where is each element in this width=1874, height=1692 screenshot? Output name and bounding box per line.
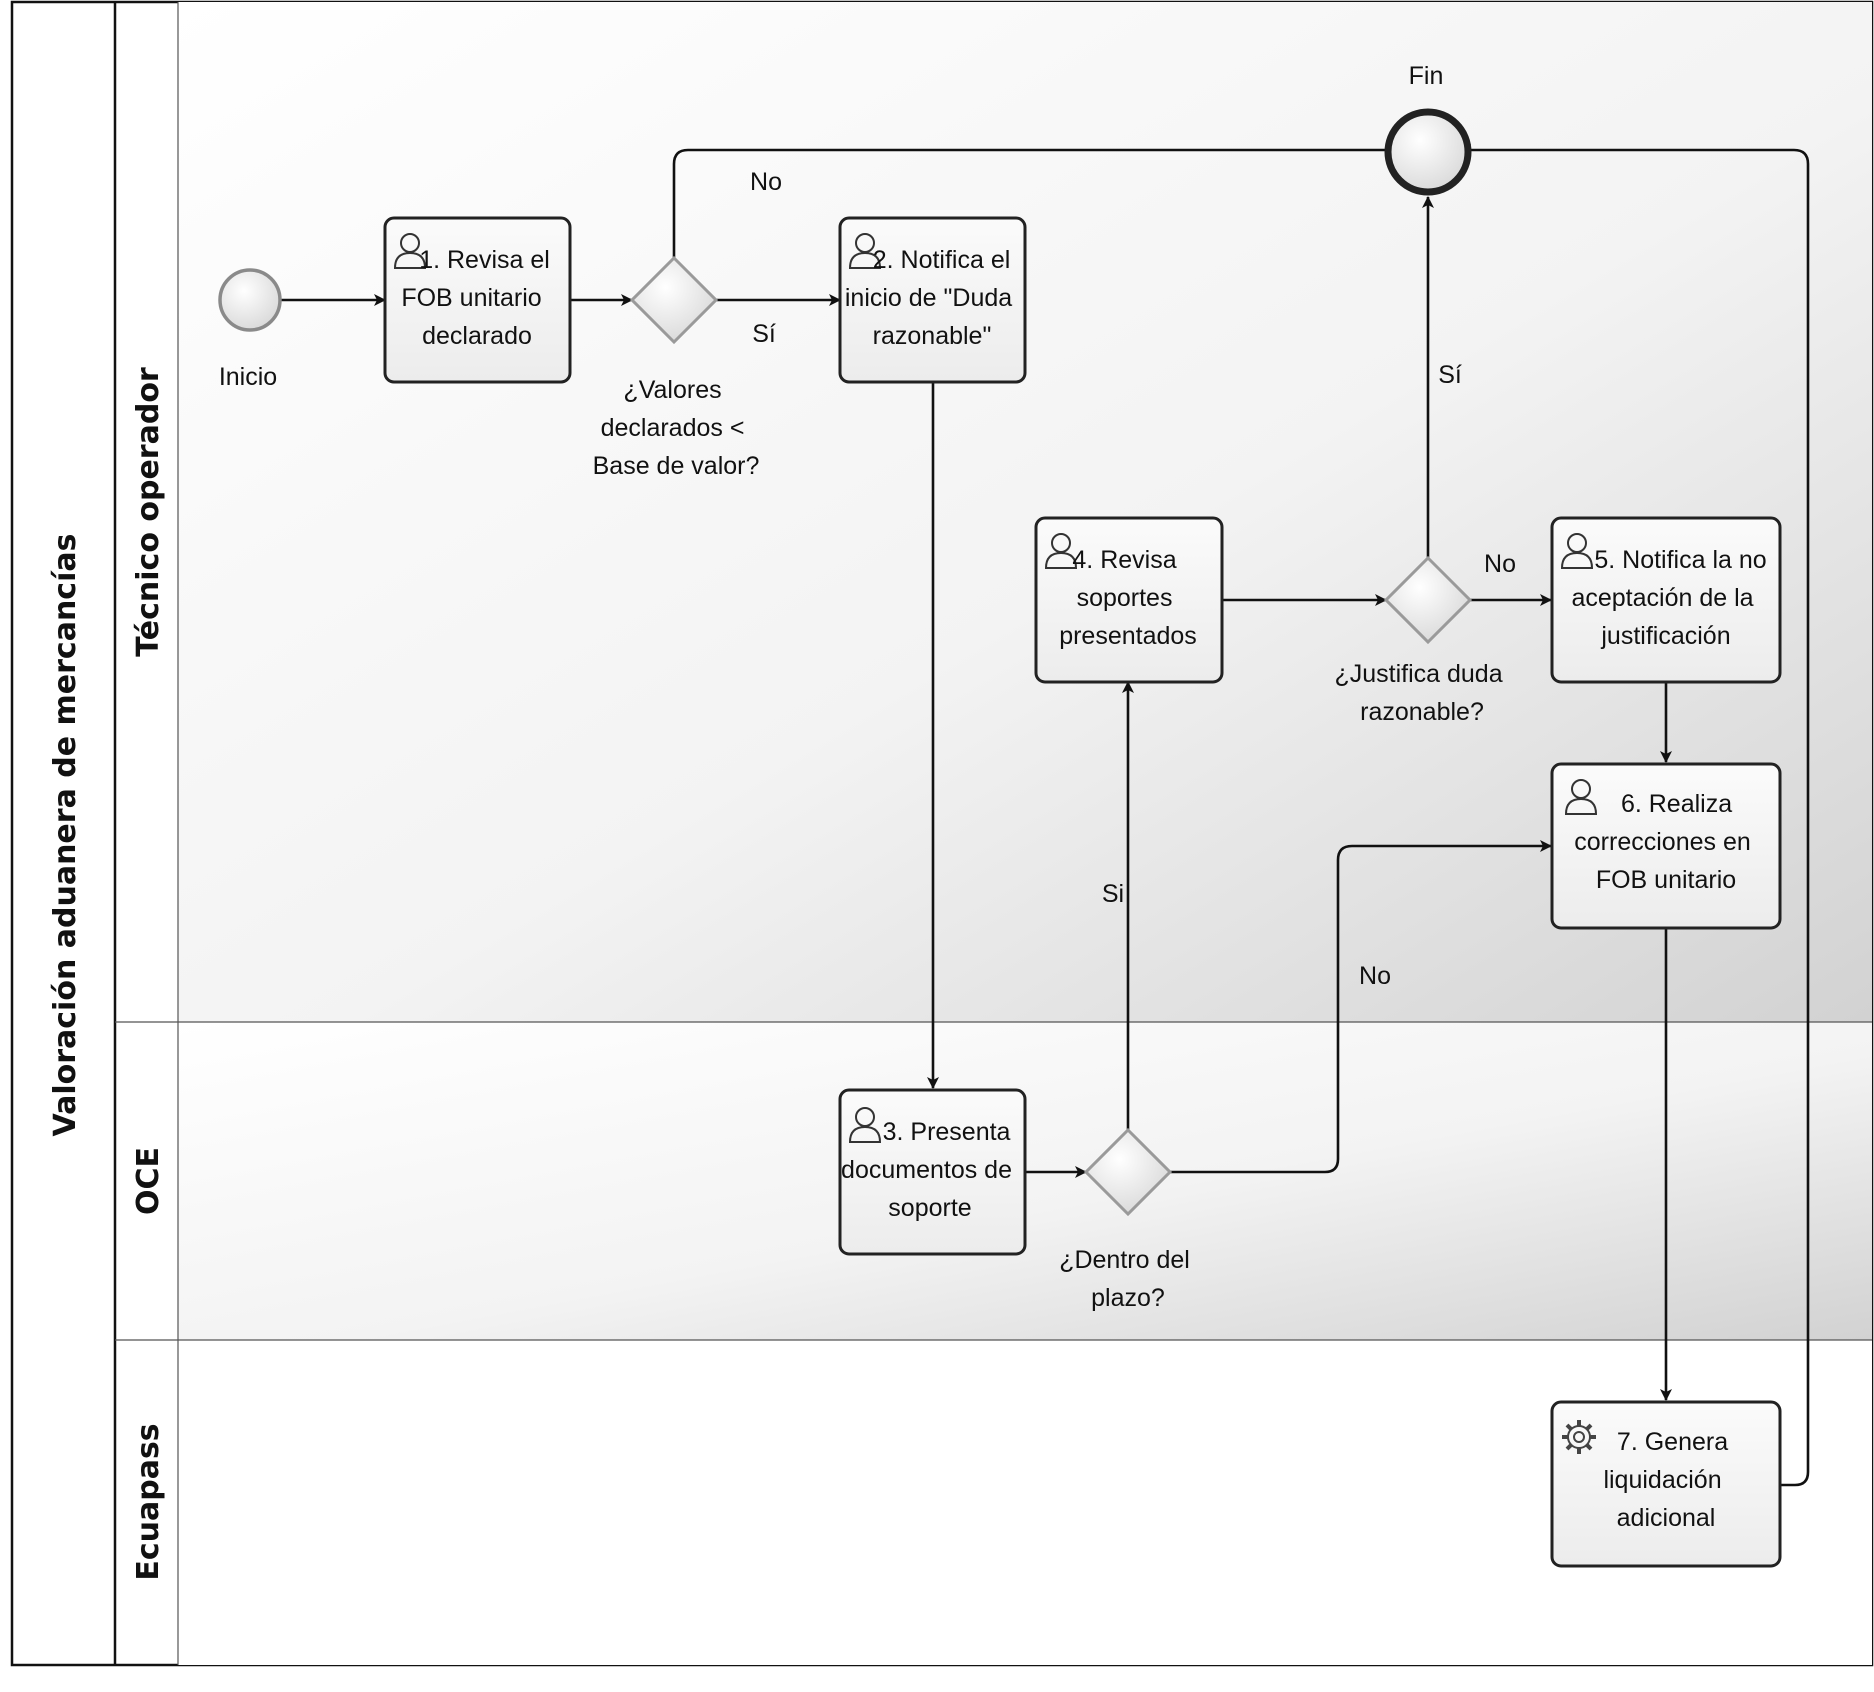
lane-label-ecuapass: Ecuapass — [131, 1423, 166, 1580]
lane-label-tecnico: Técnico operador — [131, 367, 166, 657]
user-icon — [848, 1107, 882, 1143]
flow-label-g3-no: No — [1359, 962, 1391, 990]
flow-g1-end-no[interactable] — [672, 144, 1399, 258]
gateway-justifica-label: ¿Justifica duda razonable? — [1334, 660, 1509, 726]
user-icon — [1564, 779, 1598, 815]
start-event[interactable] — [218, 268, 282, 332]
task-3[interactable]: 3. Presenta documentos de soporte — [838, 1088, 1027, 1256]
user-icon — [1560, 533, 1594, 569]
gateway-valores-label: ¿Valores declarados < Base de valor? — [593, 376, 760, 480]
task-4-label: 4. Revisa soportes presentados — [1059, 546, 1197, 650]
flow-label-g1-si: Sí — [752, 320, 776, 348]
gateway-justifica[interactable] — [1383, 555, 1473, 645]
task-6-label: 6. Realiza correcciones en FOB unitario — [1574, 790, 1757, 894]
flow-label-g2-si: Sí — [1438, 361, 1462, 389]
gateway-dentro-plazo[interactable] — [1083, 1127, 1173, 1217]
lane-label-oce: OCE — [131, 1147, 166, 1215]
start-event-label: Inicio — [219, 363, 277, 391]
task-6[interactable]: 6. Realiza correcciones en FOB unitario — [1550, 762, 1782, 930]
gateway-dentro-plazo-label: ¿Dentro del plazo? — [1059, 1246, 1197, 1312]
task-5-label: 5. Notifica la no aceptación de la justi… — [1571, 546, 1773, 650]
gear-icon — [1562, 1420, 1596, 1454]
pool-title: Valoración aduanera de mercancías — [48, 534, 83, 1137]
task-3-label: 3. Presenta documentos de soporte — [841, 1118, 1019, 1222]
flow-label-g1-no: No — [750, 168, 782, 196]
task-2-label: 2. Notifica el inicio de "Duda razonable… — [845, 246, 1019, 350]
flow-t7-end[interactable] — [1459, 144, 1810, 1487]
task-7-label: 7. Genera liquidación adicional — [1603, 1428, 1735, 1532]
task-4[interactable]: 4. Revisa soportes presentados — [1034, 516, 1224, 684]
flow-label-g3-si: Si — [1102, 880, 1124, 908]
flow-label-g2-no: No — [1484, 550, 1516, 578]
flow-g3-t6-no[interactable] — [1170, 840, 1552, 1174]
task-7[interactable]: 7. Genera liquidación adicional — [1550, 1400, 1782, 1568]
end-event-label: Fin — [1409, 62, 1444, 90]
gateway-valores[interactable] — [629, 255, 719, 345]
task-5[interactable]: 5. Notifica la no aceptación de la justi… — [1550, 516, 1782, 684]
sequence-flows — [280, 144, 1810, 1487]
user-icon — [1044, 533, 1078, 569]
task-1[interactable]: 1. Revisa el FOB unitario declarado — [383, 216, 572, 384]
task-2[interactable]: 2. Notifica el inicio de "Duda razonable… — [838, 216, 1027, 384]
task-1-label: 1. Revisa el FOB unitario declarado — [401, 246, 556, 350]
user-icon — [393, 233, 427, 269]
end-event[interactable] — [1384, 108, 1472, 196]
user-icon — [848, 233, 882, 269]
